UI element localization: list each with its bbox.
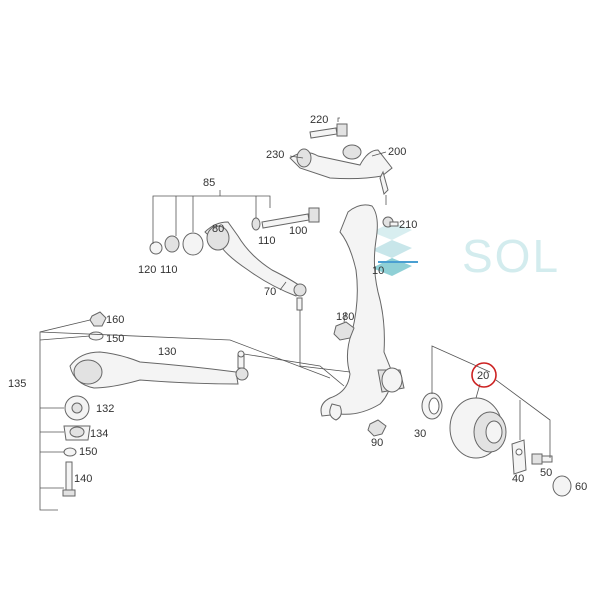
label-220: 220	[310, 114, 328, 126]
sol-logo-icon	[372, 222, 418, 276]
label-50: 50	[540, 467, 552, 479]
label-120: 120	[138, 264, 156, 276]
label-180: 180	[336, 311, 354, 323]
leader-lines	[39, 151, 551, 511]
label-60: 60	[575, 481, 587, 493]
label-132: 132	[96, 403, 114, 415]
label-100: 100	[289, 225, 307, 237]
bolt-220	[309, 123, 348, 139]
bolt-100	[251, 207, 320, 231]
label-230: 230	[266, 149, 284, 161]
bushing-132	[64, 395, 90, 421]
label-70: 70	[264, 286, 276, 298]
label-200: 200	[388, 146, 406, 158]
part-labels: 220 230 200 85 80 110 100 120 110 70 210…	[8, 114, 587, 493]
label-110-upper: 110	[258, 235, 276, 247]
label-140: 140	[74, 473, 92, 485]
label-30: 30	[414, 428, 426, 440]
seal-30	[421, 392, 443, 420]
lower-front-arm	[149, 221, 307, 311]
mount-134	[63, 425, 91, 441]
label-150-upper: 150	[106, 333, 124, 345]
label-150-lower: 150	[79, 446, 97, 458]
sol-watermark: SOL	[372, 222, 560, 282]
cap-60	[552, 475, 572, 497]
label-85: 85	[203, 177, 215, 189]
label-90: 90	[371, 437, 383, 449]
label-130: 130	[158, 346, 176, 358]
label-210: 210	[399, 219, 417, 231]
label-10: 10	[372, 265, 384, 277]
steering-knuckle	[320, 204, 405, 421]
bolt-50	[531, 453, 553, 465]
wheel-hub	[449, 397, 507, 459]
label-80: 80	[212, 223, 224, 235]
lower-rear-arm	[69, 350, 249, 389]
label-20: 20	[477, 370, 489, 382]
label-110-lower: 110	[160, 264, 178, 276]
label-134: 134	[90, 428, 108, 440]
upper-control-arm	[289, 144, 393, 205]
bolt-140	[62, 461, 76, 497]
nut-160	[89, 311, 107, 327]
bolt-210	[382, 216, 399, 228]
nut-90	[367, 419, 387, 437]
label-135: 135	[8, 378, 26, 390]
label-40: 40	[512, 473, 524, 485]
washer-150-upper	[88, 331, 104, 341]
watermark-text: SOL	[462, 230, 560, 282]
label-160: 160	[106, 314, 124, 326]
highlight-circle	[471, 362, 497, 388]
nut-180	[333, 321, 355, 341]
bracket-40	[511, 439, 527, 475]
washer-150-lower	[63, 447, 77, 457]
